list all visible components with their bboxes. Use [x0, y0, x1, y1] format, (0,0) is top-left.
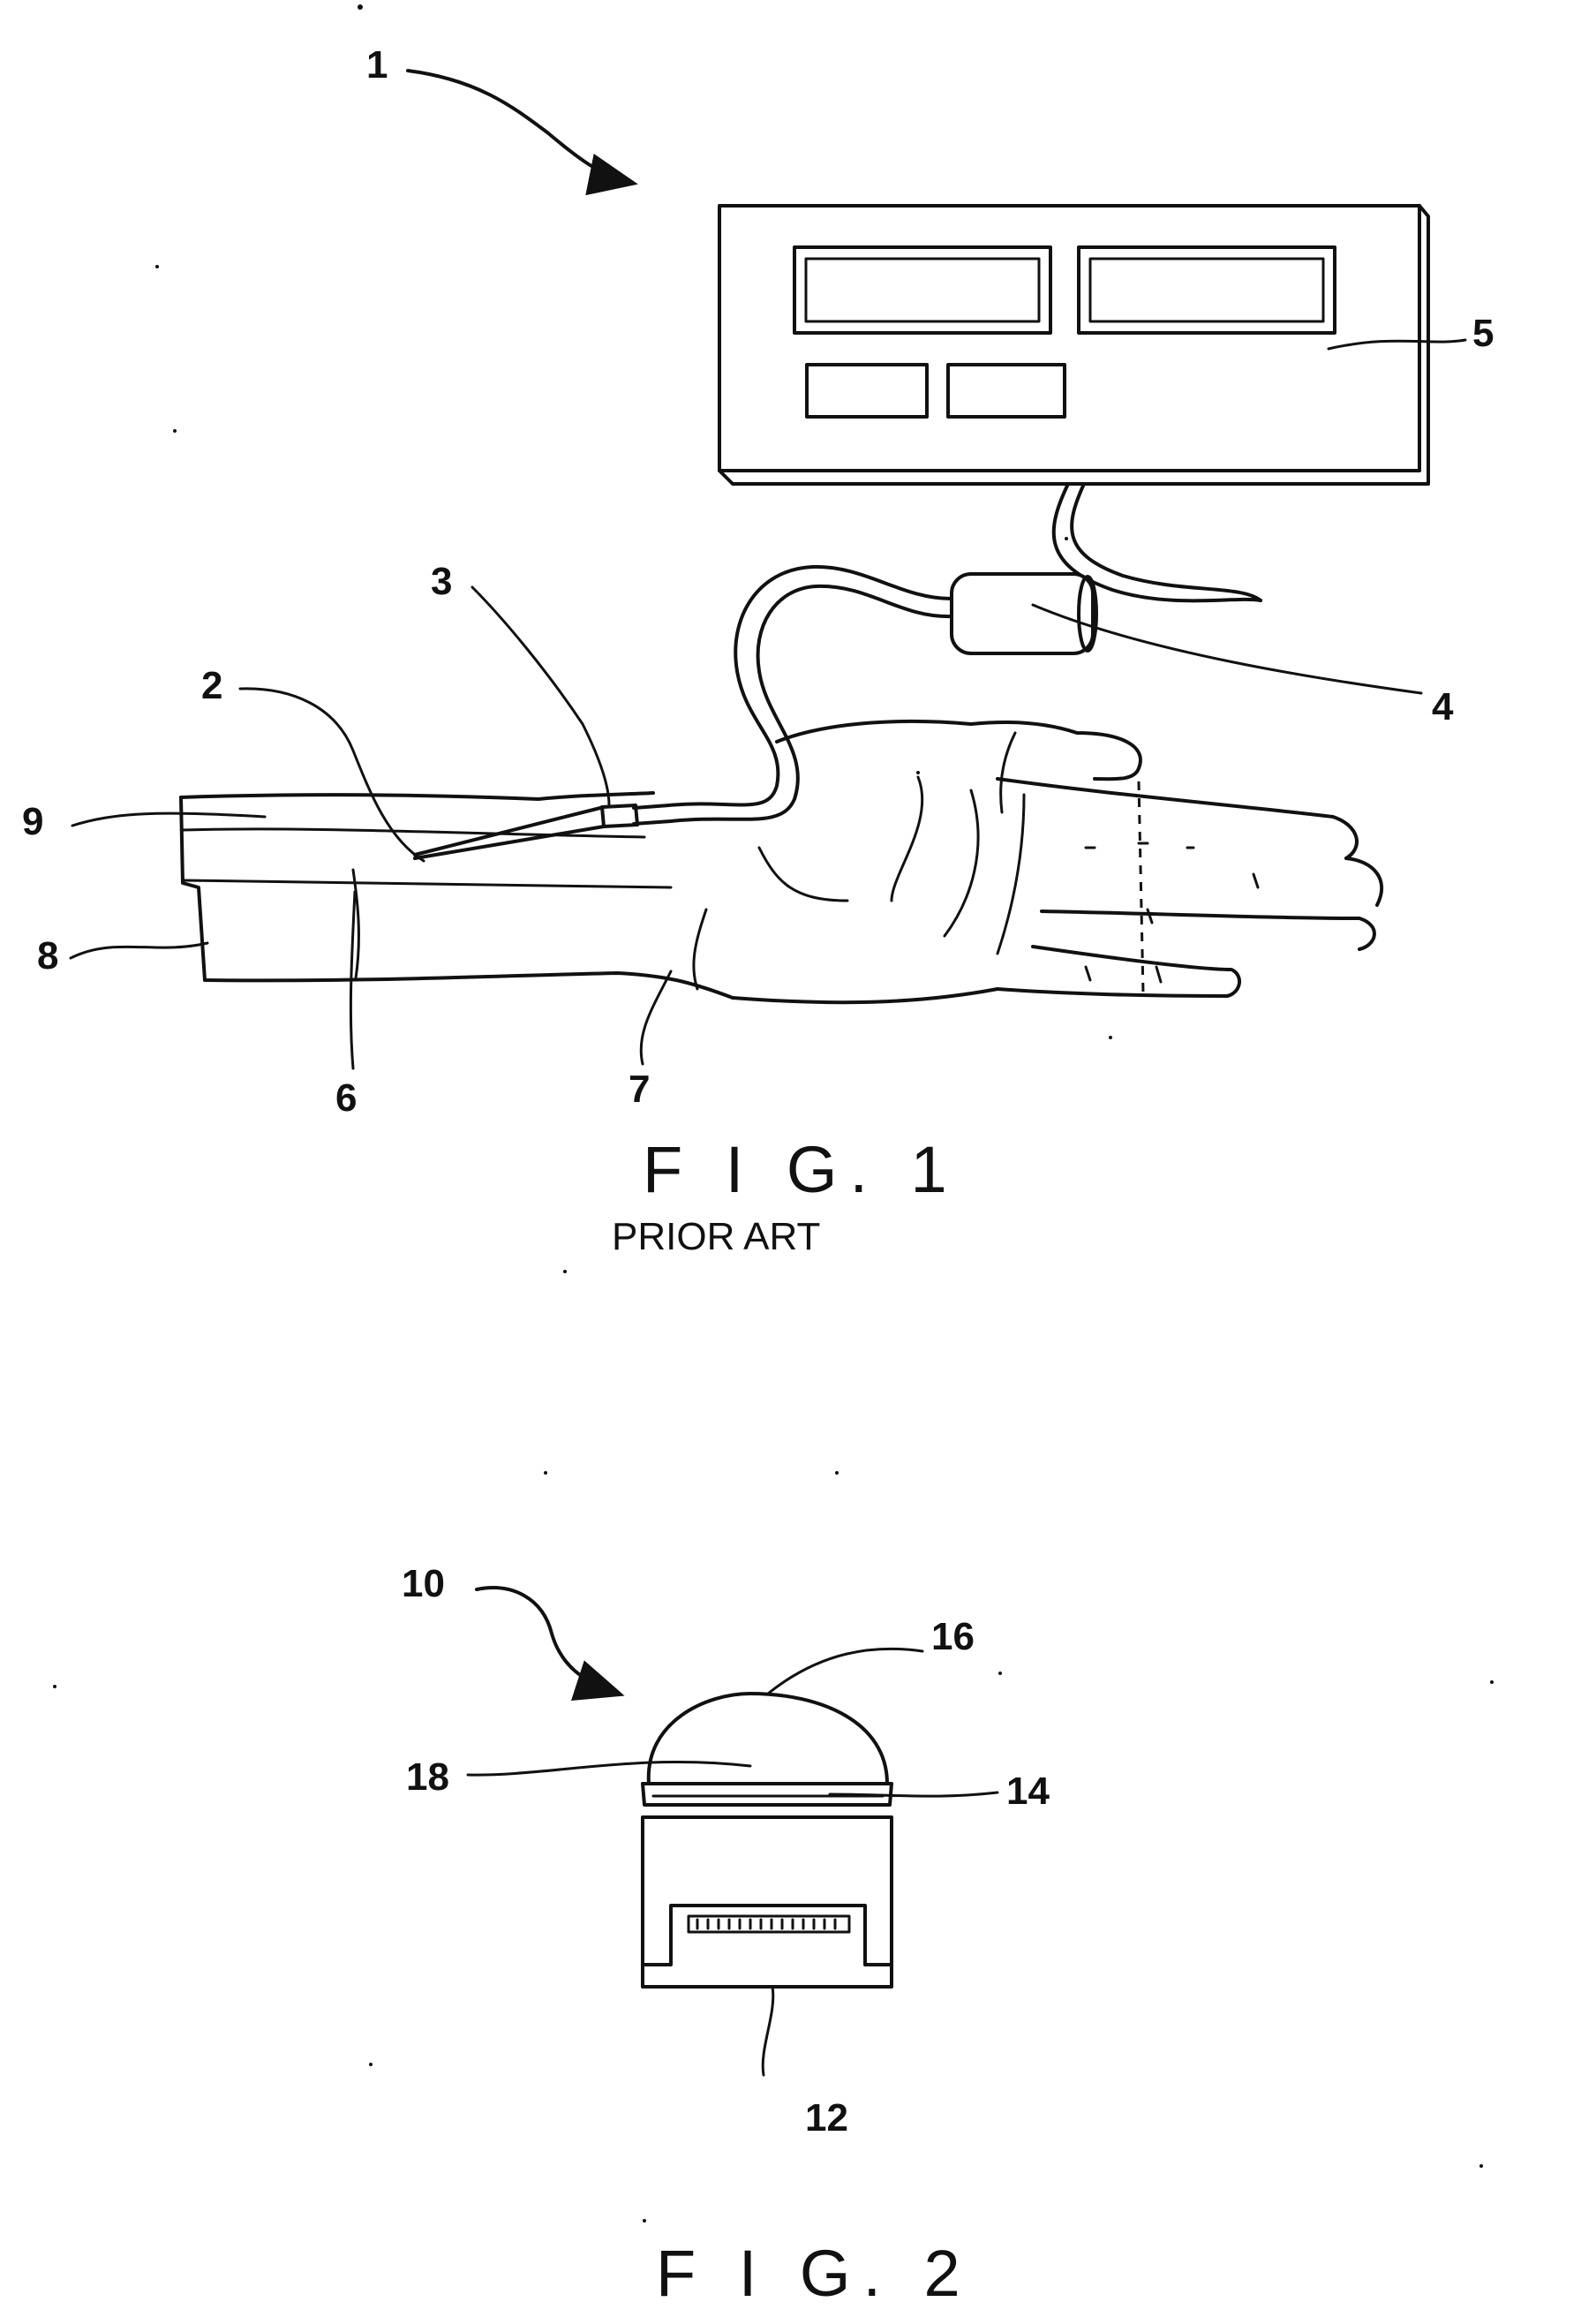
- ref-10: 10: [402, 1562, 445, 1605]
- ref-6: 6: [335, 1076, 357, 1120]
- sensor-device: [643, 1694, 892, 1987]
- ref-7: 7: [629, 1068, 650, 1111]
- figure-1-subcaption: PRIOR ART: [612, 1215, 820, 1258]
- ref-9: 9: [22, 800, 43, 843]
- leader-lines-fig2: [468, 1588, 998, 2075]
- button-left: [807, 365, 927, 417]
- dome-membrane: [649, 1694, 887, 1784]
- button-right: [948, 365, 1065, 417]
- pressure-transducer: [952, 574, 1096, 653]
- monitor-unit: [719, 206, 1428, 484]
- leader-lines-fig1: [71, 71, 1465, 1068]
- ref-12: 12: [805, 2096, 848, 2140]
- catheter-tubing: [634, 567, 952, 824]
- figure-2: 10 16 18 14 12 F I G. 2: [402, 1562, 1050, 2310]
- sensor-housing: [643, 1817, 892, 1987]
- ref-18: 18: [406, 1755, 449, 1799]
- figure-1-caption: F I G. 1: [643, 1133, 960, 1206]
- ref-2: 2: [201, 664, 222, 707]
- figure-2-caption: F I G. 2: [656, 2237, 973, 2310]
- figure-1: 1 5 4 3 2 9 8 6 7 F I G. 1 PRIOR ART: [22, 43, 1494, 1258]
- scan-specks: [53, 4, 1494, 2223]
- ref-3: 3: [431, 560, 452, 603]
- display-window-left: [794, 247, 1050, 333]
- ref-8: 8: [37, 934, 58, 977]
- ref-14: 14: [1006, 1770, 1050, 1813]
- ref-4: 4: [1432, 685, 1454, 728]
- reference-numerals-fig2: 10 16 18 14 12: [402, 1562, 1050, 2140]
- ref-16: 16: [931, 1615, 975, 1658]
- ref-1: 1: [366, 43, 388, 87]
- display-window-right: [1079, 247, 1335, 333]
- ref-5: 5: [1472, 312, 1494, 355]
- monitor-cable: [1054, 484, 1261, 600]
